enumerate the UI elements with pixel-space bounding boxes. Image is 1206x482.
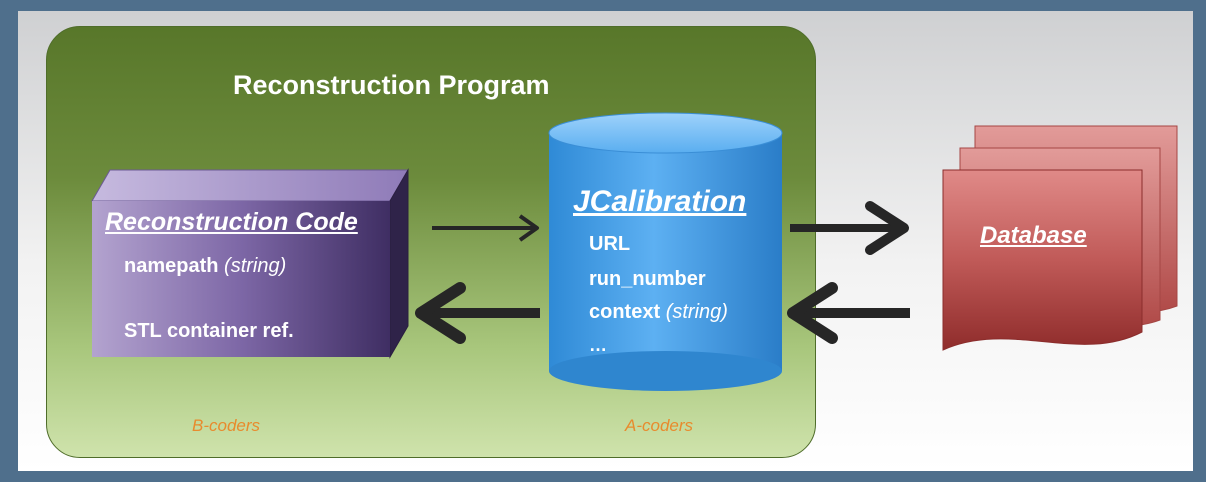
b-coders-label: B-coders <box>192 416 261 435</box>
stl-container-line: STL container ref. <box>124 320 294 342</box>
calibration-context-type: (string) <box>665 301 728 323</box>
reconstruction-code-title: Reconstruction Code <box>105 208 358 236</box>
arrow-database-to-calibration <box>787 282 910 344</box>
namepath-type: (string) <box>224 255 287 277</box>
calibration-cylinder-bottom <box>549 351 782 391</box>
calibration-url: URL <box>589 233 631 255</box>
calibration-cylinder-top <box>548 112 783 154</box>
database-title: Database <box>980 222 1087 249</box>
arrow-calibration-to-code <box>415 282 540 344</box>
a-coders-label: A-coders <box>625 416 694 435</box>
reconstruction-code-box <box>92 201 390 357</box>
code-box-side-face <box>389 168 409 359</box>
program-title: Reconstruction Program <box>233 70 550 100</box>
calibration-cylinder-body <box>549 133 782 371</box>
calibration-run-number: run_number <box>589 268 706 290</box>
calibration-context-label: context <box>589 301 661 323</box>
database-page-front <box>942 169 1143 351</box>
namepath-label: namepath <box>124 255 219 277</box>
code-box-top-face <box>91 169 409 202</box>
arrow-calibration-to-database <box>790 201 909 255</box>
arrow-code-to-calibration <box>432 214 539 242</box>
calibration-ellipsis: … <box>589 335 607 355</box>
jcalibration-title: JCalibration <box>573 185 747 218</box>
namepath-line: namepath (string) <box>124 255 286 278</box>
calibration-context-line: context (string) <box>589 301 728 324</box>
